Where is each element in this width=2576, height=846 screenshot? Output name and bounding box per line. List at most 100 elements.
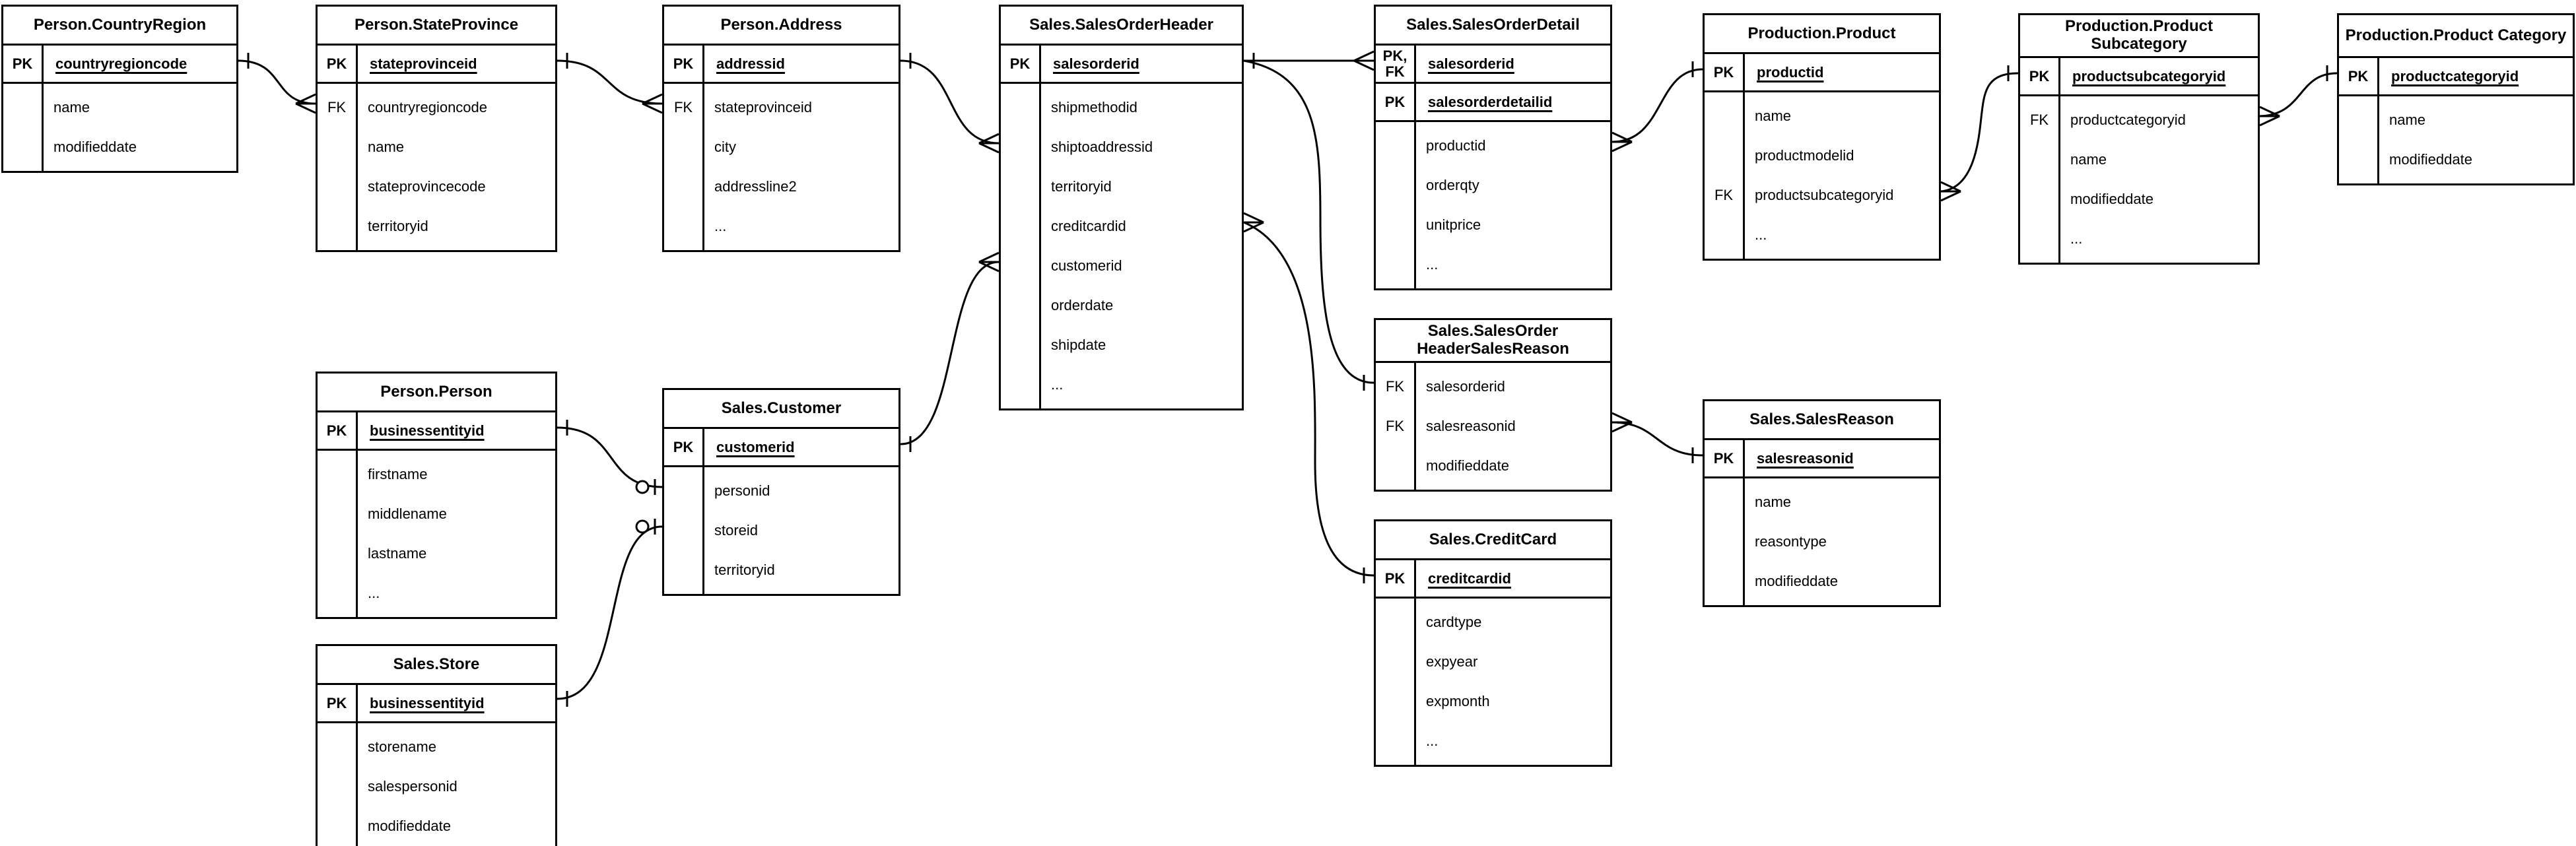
attribute-row: territoryid bbox=[318, 207, 555, 246]
attribute-row: modifieddate bbox=[1705, 562, 1939, 601]
column-divider bbox=[1039, 84, 1041, 408]
key-type-label: FK bbox=[1385, 378, 1405, 395]
column-name: ... bbox=[714, 218, 727, 234]
attribute-row: FK productcategoryid bbox=[2020, 100, 2258, 140]
column-name: shipmethodid bbox=[1051, 99, 1137, 115]
entity-title: Sales.SalesReason bbox=[1705, 401, 1939, 440]
column-name: name bbox=[1755, 494, 1792, 510]
relationship-address-salesorderheader[interactable] bbox=[900, 53, 1000, 154]
column-name: businessentityid bbox=[370, 694, 485, 711]
attribute-row: name bbox=[318, 127, 555, 167]
column-name: city bbox=[714, 139, 736, 155]
key-type-label: PK bbox=[1376, 560, 1416, 597]
key-type-label: PK bbox=[1376, 84, 1416, 120]
column-name: customerid bbox=[716, 438, 795, 455]
attribute-row: territoryid bbox=[1001, 167, 1242, 207]
column-name: ... bbox=[1426, 732, 1439, 749]
relationship-customer-salesorderheader[interactable] bbox=[900, 251, 1000, 452]
column-name: productid bbox=[1757, 63, 1824, 81]
relationship-salesorderheader-salesorderdetail[interactable] bbox=[1244, 50, 1374, 71]
relationship-product-productsubcategory[interactable] bbox=[1940, 65, 2019, 202]
attribute-row: ... bbox=[2020, 219, 2258, 259]
attribute-row: ... bbox=[664, 207, 898, 246]
relationship-salesorderdetail-product[interactable] bbox=[1611, 61, 1703, 152]
relationship-person-customer[interactable] bbox=[557, 420, 663, 495]
attribute-row: orderqty bbox=[1376, 166, 1610, 205]
attribute-row: shipdate bbox=[1001, 325, 1242, 365]
attribute-row: FK productsubcategoryid bbox=[1705, 176, 1939, 215]
column-name: countryregioncode bbox=[55, 55, 187, 72]
column-name: name bbox=[368, 139, 405, 155]
attribute-row: productid bbox=[1376, 126, 1610, 166]
entity-title: Production.Product Category bbox=[2339, 15, 2573, 58]
attribute-row: unitprice bbox=[1376, 205, 1610, 245]
relationship-stateprovince-address[interactable] bbox=[557, 53, 663, 114]
attribute-row: salespersonid bbox=[318, 767, 555, 806]
column-name: unitprice bbox=[1426, 216, 1481, 233]
key-type-label: PK bbox=[318, 412, 358, 449]
column-name: productsubcategoryid bbox=[1755, 187, 1894, 203]
attribute-row: name bbox=[1705, 482, 1939, 522]
key-type-label: FK bbox=[1714, 187, 1734, 204]
column-name: modifieddate bbox=[368, 818, 451, 834]
column-name: productmodelid bbox=[1755, 147, 1854, 164]
column-divider bbox=[1743, 92, 1745, 259]
relationship-headersalesreason-salesreason[interactable] bbox=[1611, 412, 1703, 463]
column-name: ... bbox=[1426, 256, 1439, 273]
key-type-label: PK bbox=[664, 46, 704, 82]
attribute-row: modifieddate bbox=[2339, 140, 2573, 179]
attribute-row: expmonth bbox=[1376, 682, 1610, 721]
relationship-salesorderheader-headersalesreason[interactable] bbox=[1243, 59, 1374, 391]
key-type-label: FK bbox=[1385, 418, 1405, 435]
relationship-salesorderheader-creditcard[interactable] bbox=[1243, 212, 1374, 583]
column-name: stateprovinceid bbox=[714, 99, 812, 115]
attribute-row: city bbox=[664, 127, 898, 167]
column-divider bbox=[702, 84, 704, 250]
relationship-productsubcategory-productcategory[interactable] bbox=[2259, 65, 2338, 127]
attribute-row: addressline2 bbox=[664, 167, 898, 207]
entity-title: Sales.Customer bbox=[664, 390, 898, 429]
key-type-label: PK bbox=[664, 429, 704, 465]
attribute-row: orderdate bbox=[1001, 286, 1242, 325]
column-name: territoryid bbox=[368, 218, 428, 234]
column-name: modifieddate bbox=[2070, 191, 2153, 207]
key-type-label: PK bbox=[3, 46, 44, 82]
column-name: productsubcategoryid bbox=[2072, 67, 2226, 84]
attribute-row: reasontype bbox=[1705, 522, 1939, 562]
column-name: salesorderid bbox=[1053, 55, 1139, 72]
relationship-store-customer[interactable] bbox=[557, 519, 663, 707]
entity-title: Sales.SalesOrderHeader bbox=[1001, 7, 1242, 46]
key-type-label: FK bbox=[2029, 112, 2049, 129]
column-name: productcategoryid bbox=[2070, 112, 2186, 128]
entity-title: Person.CountryRegion bbox=[3, 7, 236, 46]
column-divider bbox=[1743, 478, 1745, 605]
column-name: reasontype bbox=[1755, 533, 1827, 550]
column-name: territoryid bbox=[714, 562, 775, 578]
column-name: name bbox=[1755, 108, 1792, 124]
column-divider bbox=[2058, 96, 2060, 263]
relationship-countryregion-stateprovince[interactable] bbox=[238, 53, 316, 114]
